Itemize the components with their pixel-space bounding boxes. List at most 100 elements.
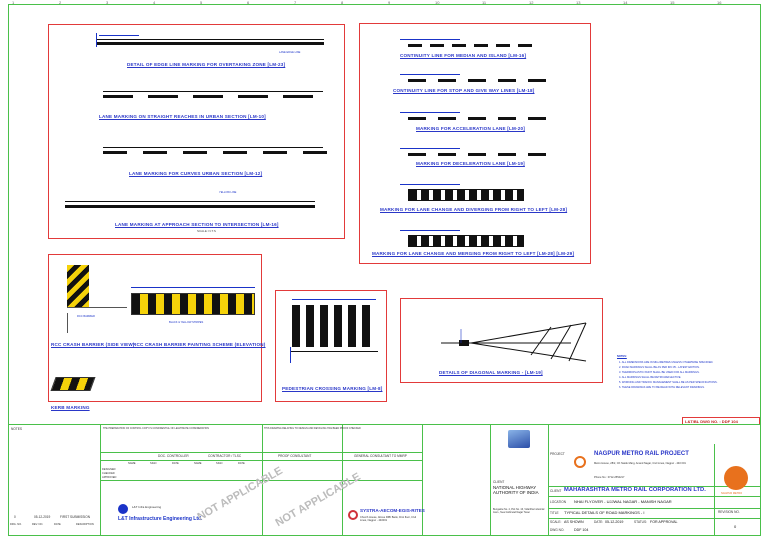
lane-dash [143,151,167,154]
approach-edge [65,201,315,202]
lane-dash [496,44,510,47]
continuity-dim [400,112,460,113]
sign-row-label: APPROVED [102,476,117,479]
tb-top [8,424,761,425]
grid-number: 15 [670,0,675,5]
caption-stop: CONTINUITY LINE FOR STOP AND GIVE WAY LI… [393,88,535,93]
continuity-dim [400,39,460,40]
lane-dash [498,117,516,120]
lt-logo [118,504,128,514]
barrier-elevation [131,293,255,315]
sign-row-label: CHECKED [102,472,115,475]
grid-number: 9 [388,0,391,5]
lane-marking-straight [103,95,333,100]
note-item: 5. WORKING AND TRAFFIC MANAGEMENT SHALL … [619,381,718,384]
sign-col-head: NAME [194,462,202,465]
caption-edge-line: DETAIL OF EDGE LINE MARKING FOR OVERTAKI… [127,62,286,67]
client-name: MAHARASHTRA METRO RAIL CORPORATION LTD. [564,487,706,493]
grid-number: 2 [59,0,62,5]
notes-block: NOTES: 1. ALL DIMENSIONS ARE IN MILLIMET… [617,355,755,405]
scale-label-tb: SCALE: [550,520,562,524]
diagonal-marking-drawing [441,322,587,362]
caption-median: CONTINUITY LINE FOR MEDIAN AND ISLAND [L… [400,53,527,58]
systra-logo [348,510,358,520]
lane-dash [518,44,532,47]
dim-label: LANE EDGE LINE [279,51,301,54]
grid-number: 8 [341,0,344,5]
grid-number: 4 [153,0,156,5]
lane-edge-straight [103,91,323,92]
lane-dash [528,117,546,120]
register-head: REV. NO. [32,523,44,526]
note-item: 3. THERMOPLASTIC PAINT SHALL BE USED FOR… [619,371,700,374]
general-consultant: GENERAL CONSULTANT TO MMRP [354,454,407,458]
lane-dash [468,79,486,82]
caption-curves: LANE MARKING FOR CURVES URBAN SECTION [L… [129,171,263,176]
title-label: TITLE [550,511,559,515]
nhai-logo [508,430,530,448]
lane-change-block [408,235,524,247]
zebra-stripe [292,305,300,347]
mahametro-logo-text: NAGPUR METRO [721,492,743,495]
tb-notes-label: NOTES [11,427,22,431]
tb-disclaimer-1: THE PREPARATION OF CONTROL COPY IS CONFI… [103,427,209,430]
panel-pedestrian-crossing: PEDESTRIAN CROSSING MARKING [LM-8] [275,290,387,402]
nhai-name: NATIONAL HIGHWAY AUTHORITY OF INDIA [493,485,539,495]
caption-side-view: RCC CRASH BARRIER (SIDE VIEW) [51,342,135,347]
notes-heading: NOTES: [617,355,627,358]
lane-dash [528,153,546,156]
zebra-stripe [348,305,356,347]
grid-number: 11 [482,0,487,5]
lane-dash [183,151,207,154]
approach-label: YELLOW LINE [219,191,237,194]
barrier-side-view [67,265,89,307]
date-label-tb: DATE: [594,520,604,524]
dwg-no-text: L&T/BL DWG NO. : DDF 104 [685,419,738,424]
tb-h2 [100,460,422,461]
status-label-tb: STATUS: [634,520,647,524]
lane-dash [303,151,327,154]
lane-dash [438,117,456,120]
systra-name: SYSTRA-AECOM-EGIS-RITES [360,508,425,513]
zebra-stripe [320,305,328,347]
dim-tick [96,33,97,47]
stamp-not-applicable-1: NOT APPLICABLE [195,464,285,524]
zebra-stripe [334,305,342,347]
elevation-dim [131,287,255,288]
grid-number: 6 [247,0,250,5]
contractor-label: CONTRACTOR / TLSC [208,454,242,458]
caption-approach: LANE MARKING AT APPROACH SECTION TO INTE… [115,222,279,227]
caption-acceleration: MARKING FOR ACCELERATION LANE [LM-20] [416,126,525,131]
register-head: DATE [54,523,61,526]
zebra-crossing [292,305,376,347]
sign-col-head: DATE [172,462,179,465]
kerb-marking [50,377,96,391]
grid-number: 12 [529,0,534,5]
systra-address: Church House, Above IDBI Bank, First flo… [360,516,417,522]
dwg-value-tb: DDF 104 [574,528,589,532]
tb-h7 [548,518,761,519]
grid-number: 10 [435,0,440,5]
note-item: 1. ALL DIMENSIONS ARE IN MILLIMETRES UNL… [619,361,714,364]
lane-dash [408,79,426,82]
grid-number: 5 [200,0,203,5]
lane-dash [430,44,444,47]
barrier-kerb [67,313,68,333]
caption-straight: LANE MARKING ON STRAIGHT REACHES IN URBA… [99,114,266,119]
lane-dash [223,151,247,154]
client-phone: Phone No : 0712-2554217 [594,476,625,479]
panel-diagonal-marking: DETAILS OF DIAGONAL MARKING - [LM-19] [400,298,603,383]
dim-line [99,35,139,36]
location-value: NHAI FLYOVER - UJJWAL NAGAR - MANISH NAG… [574,499,672,504]
lane-dash [193,95,223,98]
lane-change-block [408,189,524,201]
caption-diverging: MARKING FOR LANE CHANGE AND DIVERGING FR… [380,207,568,212]
zebra-stripe [362,305,370,347]
lane-dash [408,153,426,156]
lane-dash [468,153,486,156]
sign-col-head: SIGN [150,462,157,465]
nhai-address: Bungalow No. 4, Plot No. 16, Vidarbha In… [493,508,545,514]
register-head: DESCRIPTION [76,523,94,526]
scale-value-tb: AS SHOWN [564,520,584,524]
